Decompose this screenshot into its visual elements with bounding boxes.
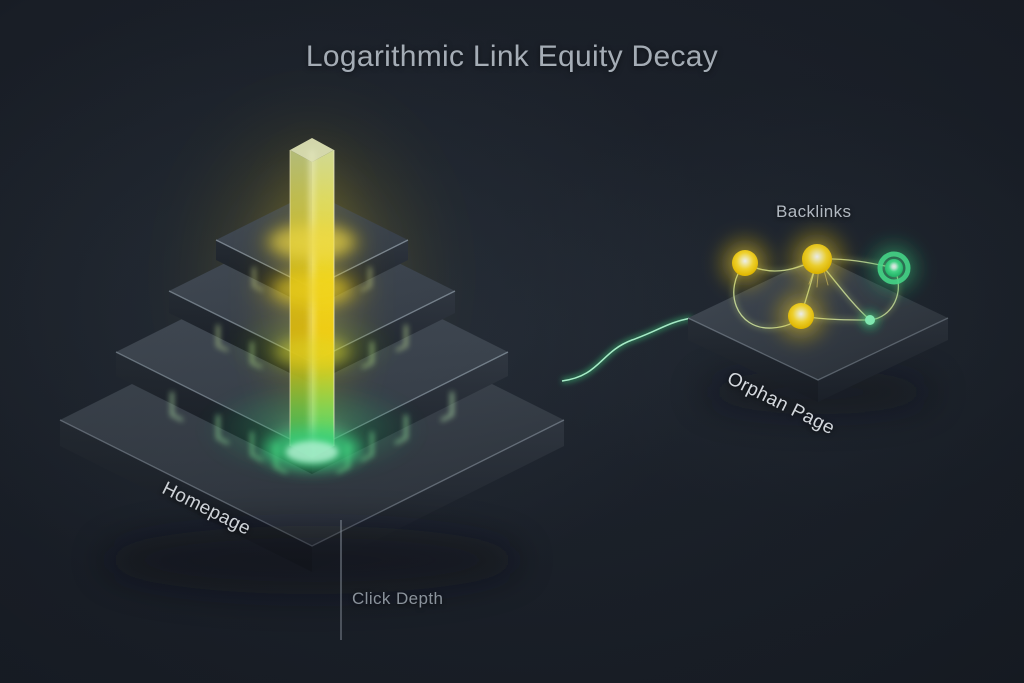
label-click-depth: Click Depth [352,589,444,608]
equity-column [250,130,374,470]
page-title: Logarithmic Link Equity Decay [305,40,719,73]
backlink-node [802,244,832,274]
authority-node [885,259,903,277]
orphan-slab-side-left [688,318,818,402]
equity-link-connector [561,315,693,384]
pyramid-group [59,95,565,594]
backlink-node [788,303,814,329]
backlink-node [732,250,758,276]
orphan-slab-group [687,221,949,414]
label-backlinks: Backlinks [776,202,852,221]
pyramid-ground-shadow [102,526,522,594]
backlink-nodes [711,221,928,350]
orphan-slab-side-right [818,318,948,402]
minor-node [865,315,875,325]
authority-node-ring [877,251,911,285]
connector-line [561,317,693,382]
orphan-slab-edge-highlight [687,317,949,381]
connector-glow [561,315,693,384]
